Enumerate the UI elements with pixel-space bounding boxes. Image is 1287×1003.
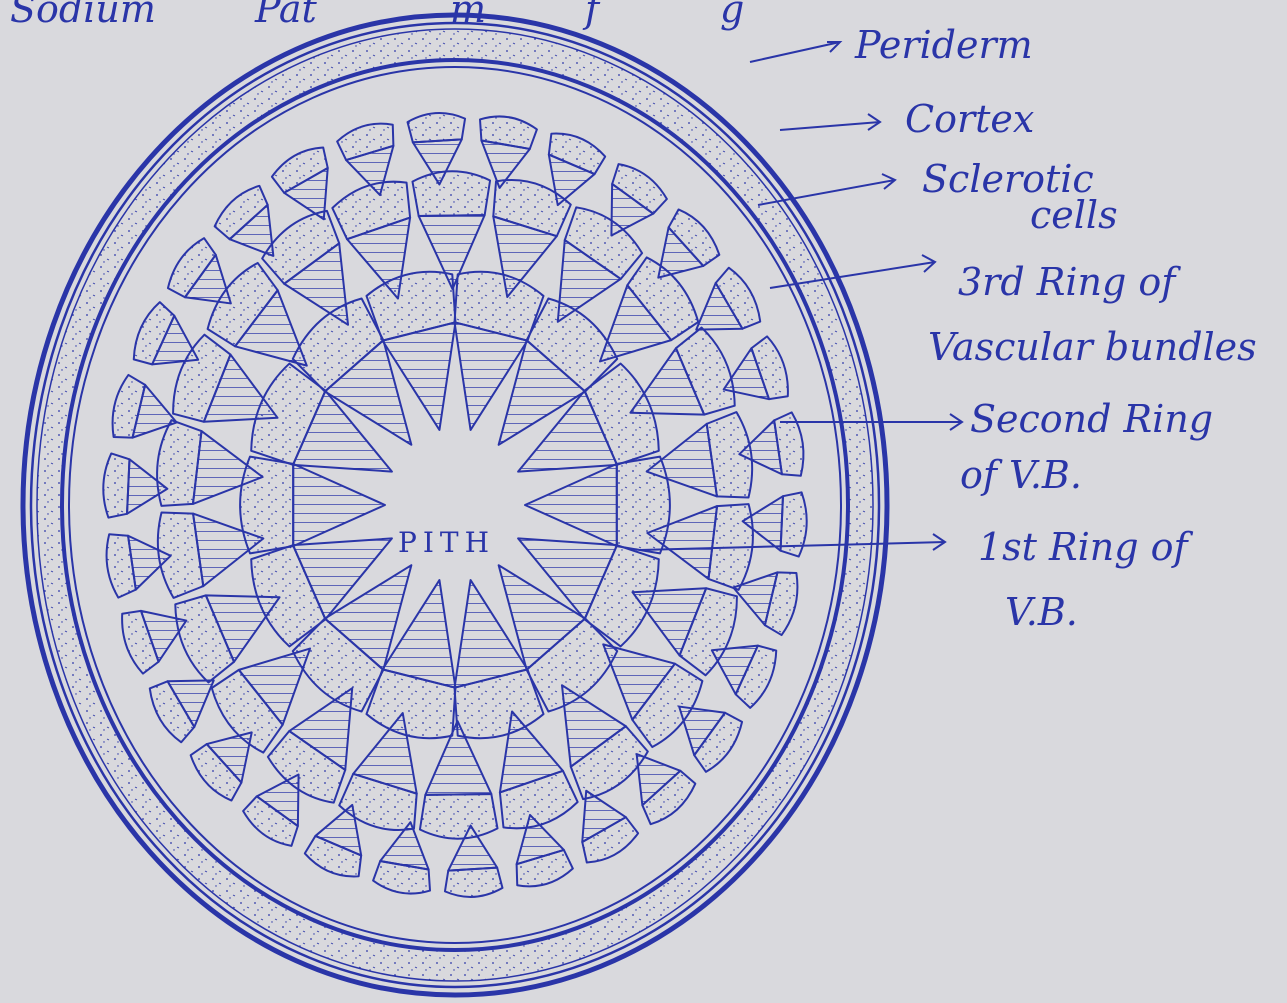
- vascular-bundle-ring-3: [122, 611, 186, 674]
- cortex-leader: [780, 122, 880, 130]
- label-second-ring-line1: Second Ring: [970, 397, 1213, 441]
- phloem-cap: [445, 868, 503, 897]
- phloem-cap: [408, 113, 466, 142]
- phloem-cap: [412, 171, 490, 216]
- vascular-bundle-ring-3: [679, 707, 742, 772]
- vascular-bundle-ring-3: [272, 147, 328, 219]
- label-third-ring-line1: 3rd Ring of: [958, 260, 1181, 304]
- phloem-cap: [420, 794, 498, 839]
- label-second-ring-line2: of V.B.: [960, 453, 1082, 497]
- heading-fragment-5: g: [720, 0, 744, 31]
- pith-label: PITH: [398, 526, 495, 559]
- vascular-bundle-ring-3: [215, 186, 274, 256]
- label-cortex: Cortex: [905, 97, 1034, 141]
- vascular-bundle-ring-3: [637, 754, 696, 824]
- vascular-bundle-ring-3: [658, 209, 719, 277]
- xylem-region: [293, 464, 385, 546]
- vascular-bundle-ring-3: [480, 116, 537, 187]
- vascular-bundle-ring-3: [243, 775, 298, 846]
- phloem-cap: [157, 420, 201, 506]
- vascular-bundle-ring-3: [724, 336, 788, 399]
- vascular-bundle-ring-3: [712, 646, 776, 708]
- vascular-bundle-ring-3: [134, 302, 198, 364]
- heading-fragment-4: f: [582, 0, 605, 31]
- xylem-region: [525, 464, 617, 546]
- label-third-ring-line2: Vascular bundles: [928, 325, 1257, 369]
- vascular-bundle-ring-3: [582, 791, 638, 863]
- label-first-ring-line2: V.B.: [1005, 590, 1078, 634]
- vascular-bundle-ring-3: [191, 732, 252, 800]
- label-sclerotic-line2: cells: [1030, 193, 1118, 237]
- label-first-ring-line1: 1st Ring of: [978, 525, 1194, 569]
- vascular-bundle-ring-3: [150, 680, 214, 742]
- vascular-bundle-ring-3: [168, 238, 231, 303]
- heading-fragment-2: Pat: [254, 0, 318, 31]
- periderm-layer: [23, 15, 887, 995]
- heading-fragments: Sodium Pat m f g: [10, 0, 744, 31]
- heading-fragment-1: Sodium: [10, 0, 156, 31]
- vascular-bundle-ring-3: [696, 268, 760, 330]
- phloem-cap: [103, 453, 129, 517]
- vascular-bundle-ring-3: [373, 822, 430, 893]
- vascular-bundle-ring-3: [305, 805, 361, 877]
- vascular-bundle-ring-3: [549, 134, 605, 206]
- periderm-leader: [750, 42, 840, 62]
- label-periderm: Periderm: [854, 23, 1033, 67]
- vascular-bundle-ring-3: [611, 164, 666, 235]
- vascular-bundles: [103, 113, 806, 897]
